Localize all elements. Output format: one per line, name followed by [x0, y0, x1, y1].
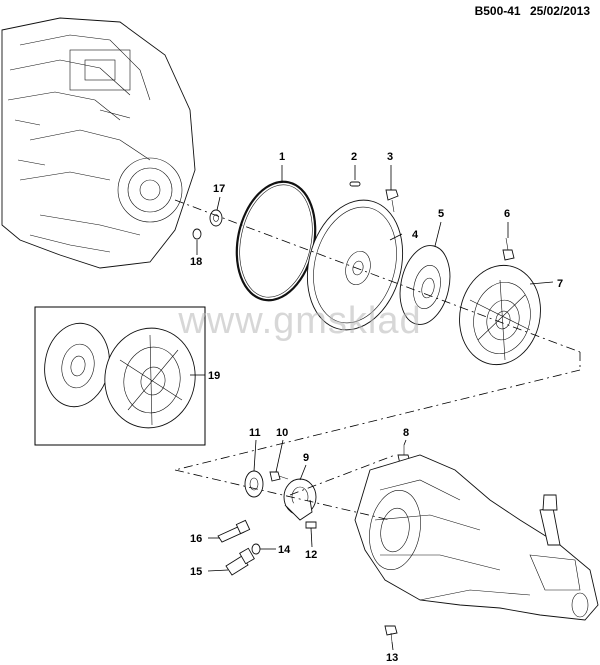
callout-10: 10: [276, 427, 288, 439]
callout-15: 15: [190, 566, 202, 578]
callout-14: 14: [278, 544, 291, 556]
seal-11: [244, 470, 264, 498]
callout-4: 4: [412, 229, 419, 241]
callout-19: 19: [208, 370, 220, 382]
pressure-plate-7: [459, 264, 541, 366]
diagram-header: B500-41 25/02/2013: [469, 4, 590, 18]
diagram-code: B500-41: [474, 4, 521, 18]
fitting-15: [225, 547, 255, 576]
callout-3: 3: [387, 151, 393, 163]
callout-2: 2: [351, 151, 357, 163]
callout-7: 7: [557, 278, 563, 290]
plug-13: [384, 625, 398, 643]
engine-block-illustration: [1, 17, 196, 269]
callout-11: 11: [249, 427, 261, 439]
diagram-date: 25/02/2013: [529, 4, 590, 18]
callout-12: 12: [305, 549, 317, 561]
callout-9: 9: [303, 452, 309, 464]
pilot-bearing-17: [209, 209, 223, 227]
callout-13: 13: [386, 652, 398, 664]
callout-16: 16: [190, 533, 202, 545]
assembly-centerlines: [174, 199, 581, 521]
transmission-illustration: [354, 454, 599, 621]
guide-tube-16: [217, 519, 251, 543]
callout-labels: 1 2 3 4 5 6 7 8 9 10 11 12 13 14 15 16 1…: [190, 151, 563, 664]
release-bearing-9: [283, 478, 317, 521]
callout-6: 6: [504, 208, 510, 220]
dowel-pin-2: [349, 181, 361, 187]
callout-5: 5: [438, 208, 444, 220]
callout-17: 17: [213, 183, 225, 195]
watermark-text: www.gmsklad: [177, 300, 421, 342]
dowel-18: [192, 228, 202, 240]
callout-1: 1: [279, 151, 285, 163]
clip-12: [305, 521, 317, 529]
flywheel-4: [306, 199, 404, 331]
clutch-disc-5: [399, 245, 451, 325]
bolt-6: [502, 237, 515, 261]
inset-box-19: [34, 306, 206, 446]
bolt-10: [269, 471, 289, 482]
bolt-3: [385, 189, 399, 213]
leader-lines: [190, 165, 554, 651]
callout-8: 8: [403, 427, 409, 439]
bleeder-14: [251, 543, 261, 555]
callout-18: 18: [190, 256, 202, 268]
